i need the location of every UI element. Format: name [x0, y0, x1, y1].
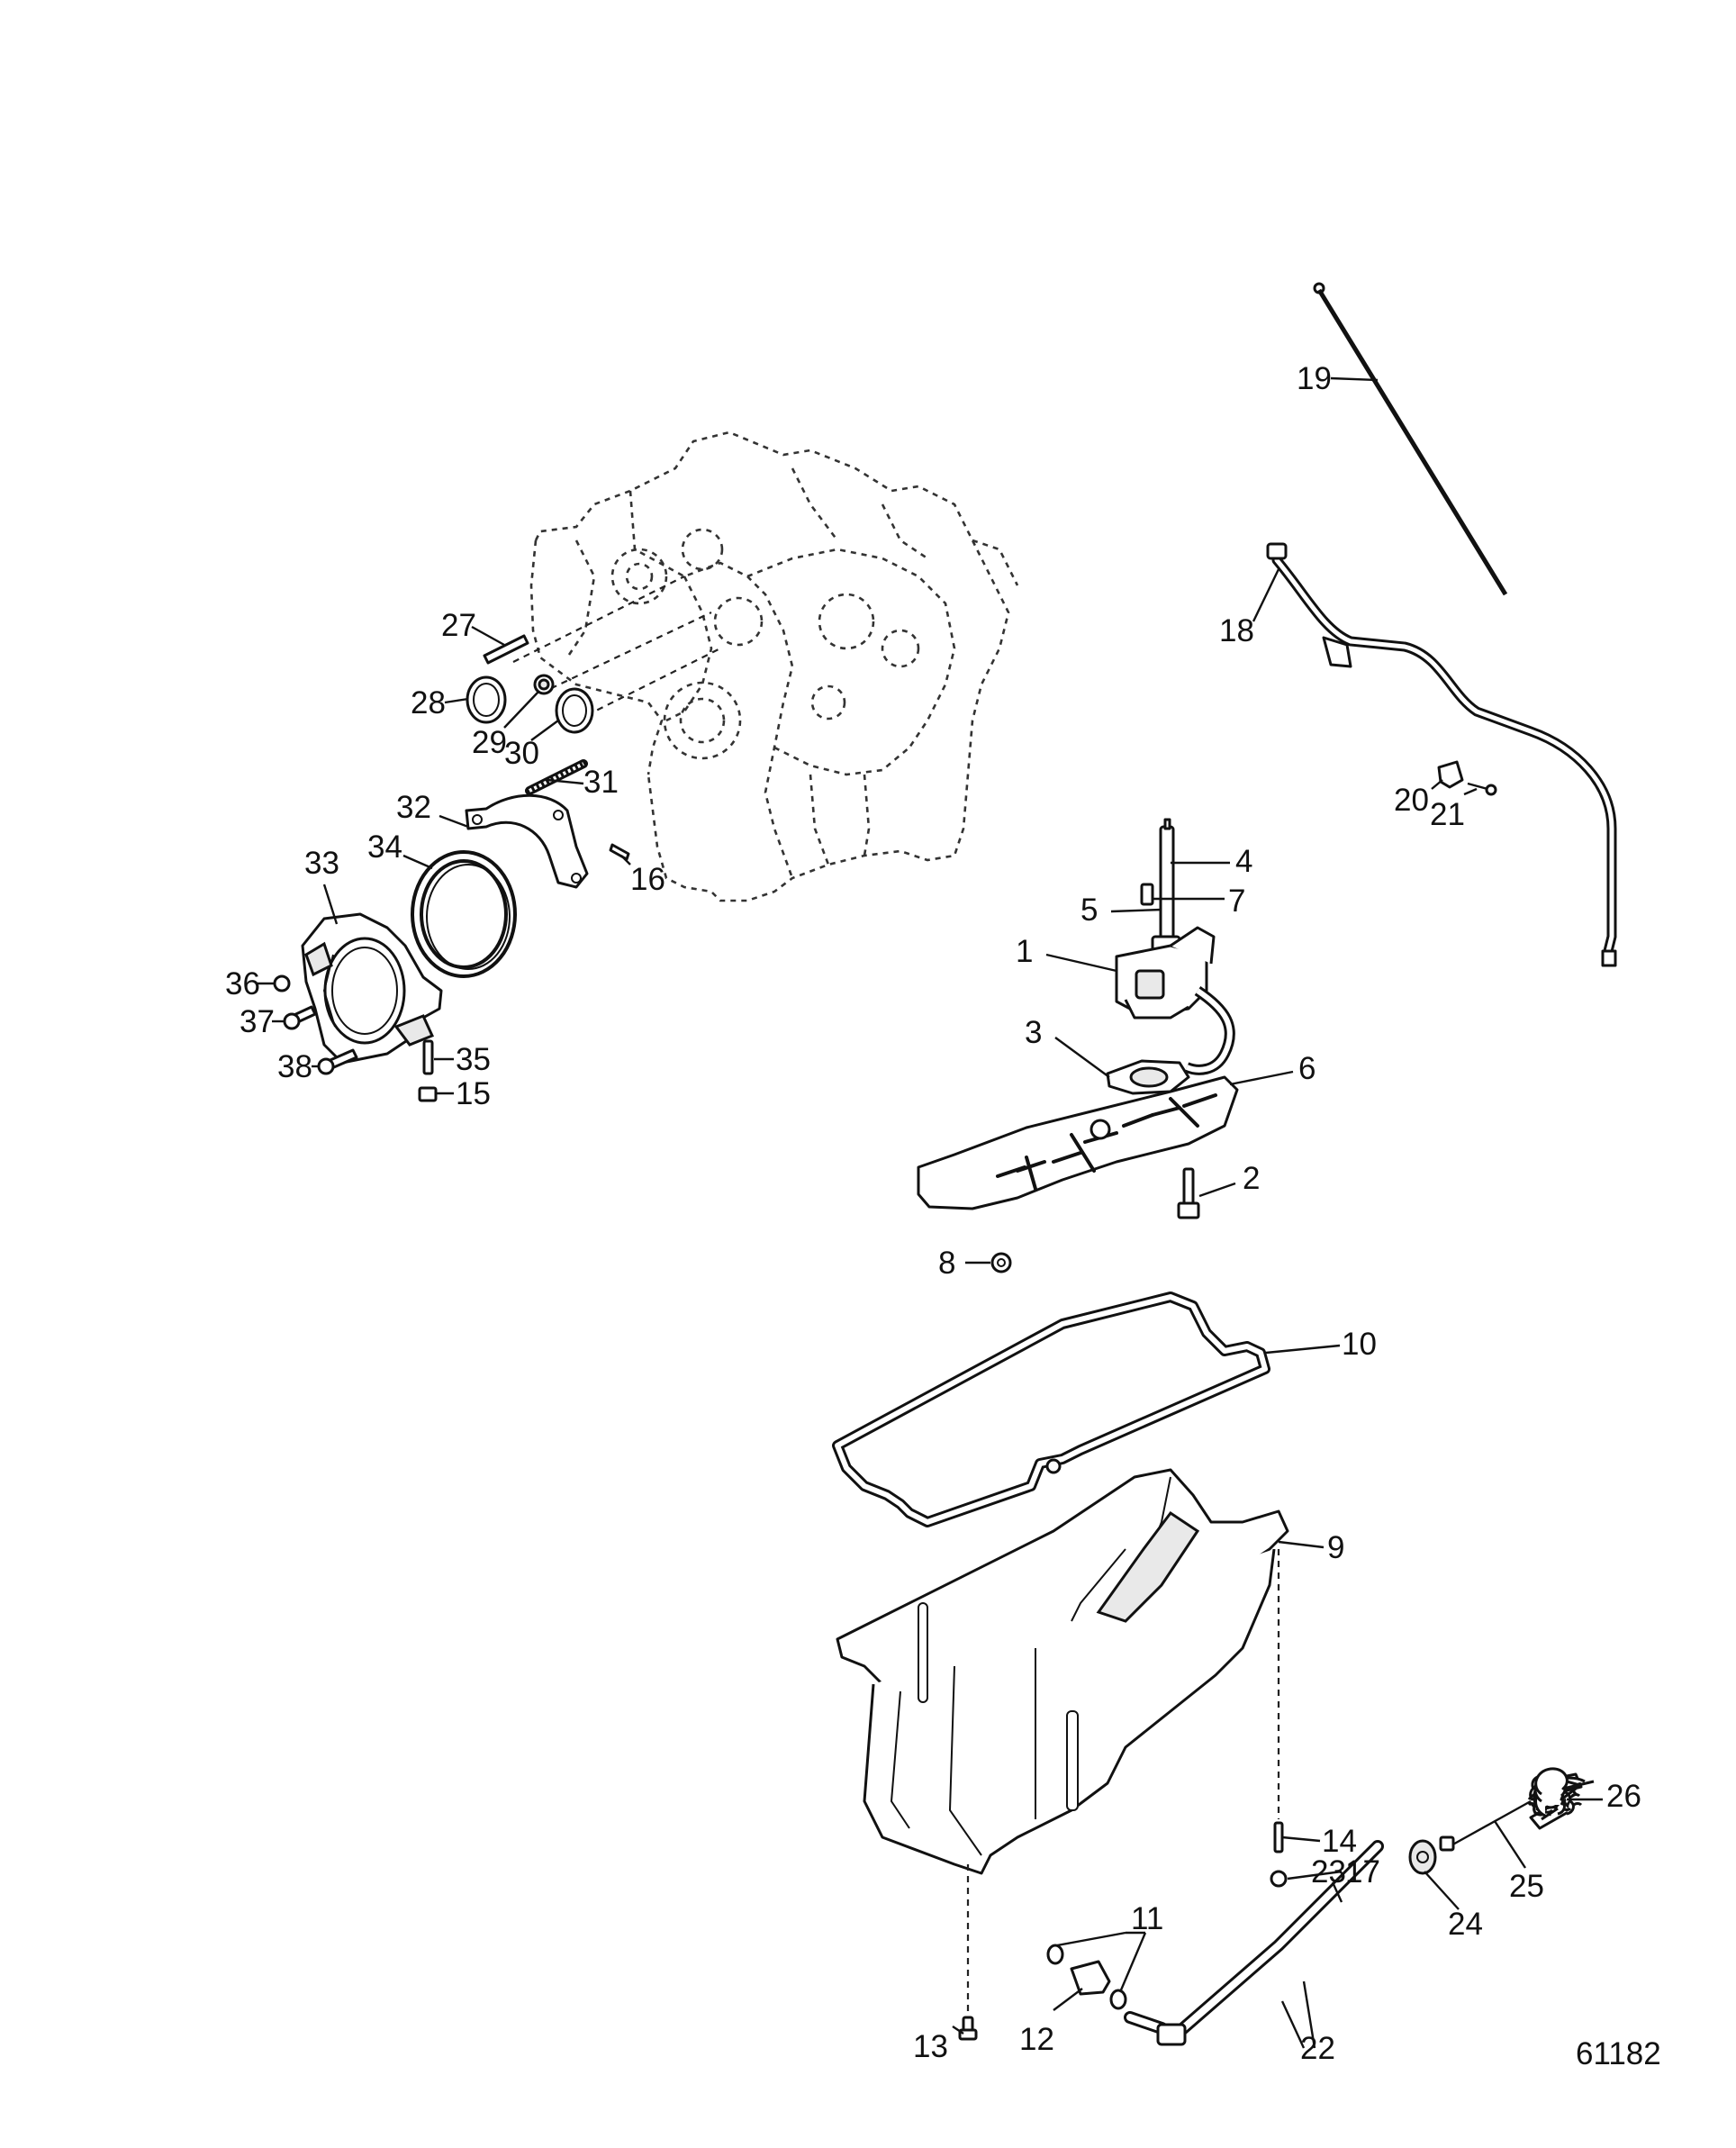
- callout-29: 29: [472, 725, 507, 760]
- callout-23: 23: [1311, 1854, 1346, 1890]
- engine-block-outline: [529, 431, 1019, 902]
- callout-20: 20: [1394, 783, 1429, 818]
- dipstick: [1313, 282, 1508, 596]
- callout-3: 3: [1025, 1015, 1042, 1050]
- callout-4: 4: [1235, 844, 1252, 879]
- oil-pan-gasket: [832, 1292, 1270, 1527]
- drain-plug: [958, 2016, 978, 2041]
- callout-32: 32: [396, 790, 431, 825]
- tray-bolt: [1177, 1167, 1200, 1219]
- plug-29: [533, 674, 555, 695]
- sleeve-28: [466, 675, 507, 724]
- oil-pan: [836, 1468, 1289, 1875]
- callout-14: 14: [1322, 1824, 1357, 1859]
- callout-10: 10: [1342, 1327, 1377, 1362]
- callout-27: 27: [441, 608, 476, 643]
- oil-pump-assembly: [1115, 818, 1235, 1075]
- callout-16: 16: [630, 862, 665, 897]
- callout-2: 2: [1243, 1161, 1260, 1196]
- callout-31: 31: [583, 765, 619, 800]
- callout-15: 15: [456, 1076, 491, 1111]
- callout-25: 25: [1509, 1869, 1544, 1904]
- retainer-plate-32: [465, 793, 589, 889]
- callout-38: 38: [277, 1049, 312, 1084]
- callout-34: 34: [367, 829, 402, 865]
- seal-housing-33: [301, 912, 443, 1065]
- dowel-pin-16: [609, 843, 630, 861]
- alignment-lines-pan: [966, 1549, 1280, 2017]
- drain-hose: [1124, 1840, 1384, 2046]
- callout-24: 24: [1448, 1907, 1483, 1942]
- tray-nut: [990, 1252, 1012, 1273]
- callout-37: 37: [240, 1004, 275, 1039]
- callout-12: 12: [1019, 2022, 1054, 2057]
- alignment-lines-rear: [512, 576, 721, 721]
- windage-tray: [917, 1075, 1239, 1210]
- figure-id: 61182: [1576, 2036, 1661, 2071]
- tube-clip-and-screw: [1437, 760, 1497, 796]
- callout-35: 35: [456, 1042, 491, 1077]
- callout-13: 13: [913, 2029, 948, 2064]
- callout-28: 28: [411, 685, 446, 721]
- clip-26-main: [1534, 1767, 1595, 1796]
- stud-31: [525, 759, 588, 795]
- callout-30: 30: [504, 736, 539, 771]
- callout-19: 19: [1297, 361, 1332, 396]
- callout-9: 9: [1327, 1530, 1344, 1565]
- callout-22: 22: [1300, 2031, 1335, 2066]
- pickup-screen: [1106, 1059, 1190, 1095]
- callout-21: 21: [1430, 797, 1465, 832]
- callout-33: 33: [304, 846, 339, 881]
- callout-7: 7: [1228, 884, 1245, 919]
- callout-1: 1: [1016, 934, 1033, 969]
- dowel-pin-27: [483, 634, 529, 665]
- callout-26: 26: [1606, 1779, 1641, 1814]
- sleeve-30: [555, 687, 594, 734]
- stud-35-nut-15: [418, 1039, 438, 1102]
- pan-stud-and-nut: [1270, 1821, 1288, 1888]
- callout-17: 17: [1345, 1854, 1380, 1890]
- rear-main-seal-34: [411, 850, 517, 978]
- dipstick-tube: [1266, 542, 1617, 967]
- callout-6: 6: [1298, 1051, 1316, 1086]
- drain-fittings: [1046, 1944, 1127, 2011]
- callout-36: 36: [225, 966, 260, 1001]
- callout-18: 18: [1219, 613, 1254, 648]
- callout-11: 11: [1131, 1901, 1163, 1936]
- callout-5: 5: [1080, 893, 1098, 928]
- callout-8: 8: [938, 1246, 955, 1281]
- callouts: 1 2 3 4 5 6 7 8 9 10 11 12: [225, 361, 1641, 2066]
